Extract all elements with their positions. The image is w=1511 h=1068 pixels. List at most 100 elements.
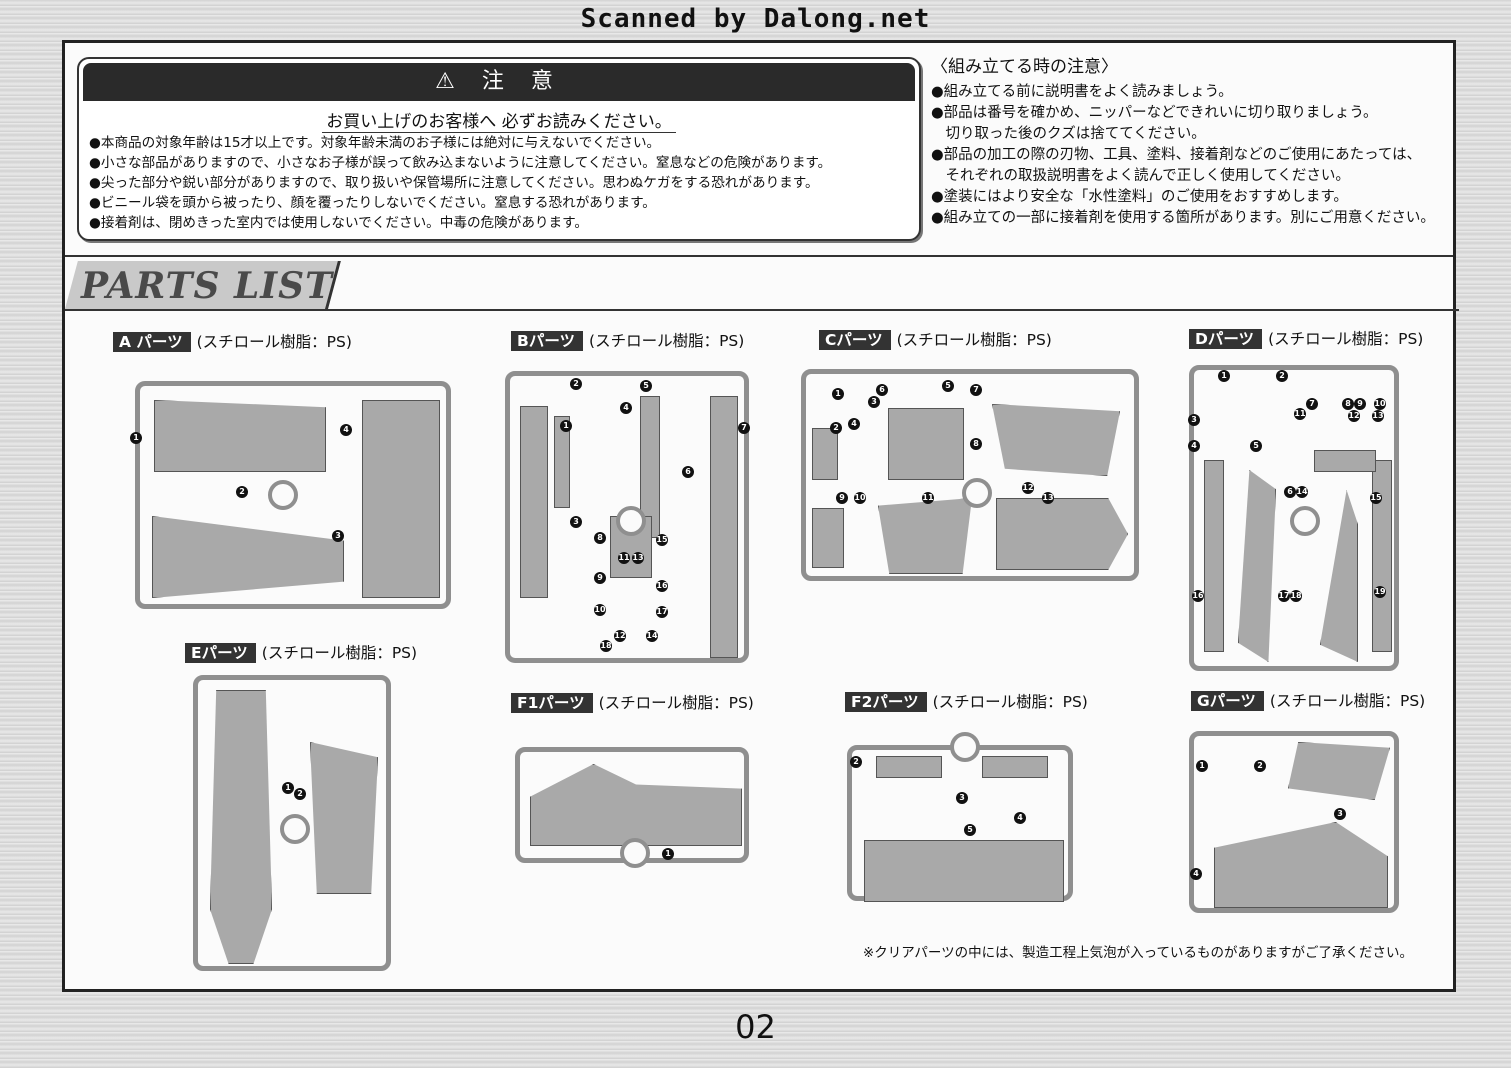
- sprue-a-hole: [268, 480, 298, 510]
- sprue-c-part: [812, 428, 838, 480]
- assembly-item: ●部品は番号を確かめ、ニッパーなどできれいに切り取りましょう。: [931, 105, 1378, 121]
- part-number-marker: 2: [570, 378, 582, 390]
- part-number-marker: 4: [1188, 440, 1200, 452]
- part-number-marker: 12: [1348, 410, 1360, 422]
- sprue-d-part: [1238, 470, 1276, 662]
- part-number-marker: 1: [282, 782, 294, 794]
- part-number-marker: 18: [1290, 590, 1302, 602]
- caution-item: ●本商品の対象年齢は15才以上です。対象年齢未満のお子様には絶対に与えないでくだ…: [89, 135, 661, 151]
- part-number-marker: 2: [294, 788, 306, 800]
- sprue-label-a: A パーツ(スチロール樹脂：PS): [113, 330, 352, 352]
- part-number-marker: 2: [236, 486, 248, 498]
- sprue-e-part: [210, 690, 272, 964]
- part-number-marker: 6: [682, 466, 694, 478]
- scan-credit: Scanned by Dalong.net: [580, 4, 931, 34]
- sprue-f1-part: [530, 764, 742, 846]
- part-number-marker: 9: [1354, 398, 1366, 410]
- section-divider: [65, 255, 1453, 257]
- sprue-c-part: [996, 498, 1128, 570]
- assembly-item: ●部品の加工の際の刃物、工具、塗料、接着剤などのご使用にあたっては、: [931, 147, 1422, 163]
- sprue-e-part: [310, 742, 378, 894]
- part-number-marker: 3: [868, 396, 880, 408]
- part-number-marker: 5: [1250, 440, 1262, 452]
- part-number-marker: 12: [614, 630, 626, 642]
- sprue-c-part: [992, 404, 1120, 476]
- part-number-marker: 5: [942, 380, 954, 392]
- part-number-marker: 4: [848, 418, 860, 430]
- sprue-c-hole: [962, 478, 992, 508]
- part-number-marker: 4: [1014, 812, 1026, 824]
- part-number-marker: 10: [1374, 398, 1386, 410]
- part-number-marker: 13: [1372, 410, 1384, 422]
- part-number-marker: 11: [1294, 408, 1306, 420]
- part-number-marker: 19: [1374, 586, 1386, 598]
- part-number-marker: 7: [738, 422, 750, 434]
- assembly-notes: 〈組み立てる時の注意〉 ●組み立てる前に説明書をよく読みましょう。 ●部品は番号…: [931, 57, 1451, 229]
- sprue-d-part: [1314, 450, 1376, 472]
- sprue-f2-part: [876, 756, 942, 778]
- part-number-marker: 3: [956, 792, 968, 804]
- part-number-marker: 1: [662, 848, 674, 860]
- part-number-marker: 8: [970, 438, 982, 450]
- part-number-marker: 11: [618, 552, 630, 564]
- assembly-item: それぞれの取扱説明書をよく読んで正しく使用してください。: [931, 168, 1350, 184]
- part-number-marker: 5: [640, 380, 652, 392]
- sprue-d: 1 2 3 4 5 6 7 8 9 10 11 12 13 14 15 16 1…: [1188, 365, 1399, 671]
- part-number-marker: 3: [1334, 808, 1346, 820]
- sprue-d-hole: [1290, 506, 1320, 536]
- part-number-marker: 2: [1254, 760, 1266, 772]
- part-number-marker: 4: [620, 402, 632, 414]
- part-number-marker: 2: [1276, 370, 1288, 382]
- sprue-d-part: [1372, 460, 1392, 652]
- sprue-e-hole: [280, 814, 310, 844]
- assembly-item: ●組み立てる前に説明書をよく読みましょう。: [931, 84, 1233, 100]
- part-number-marker: 11: [922, 492, 934, 504]
- assembly-title: 〈組み立てる時の注意〉: [931, 57, 1118, 77]
- caution-item: ●ビニール袋を頭から被ったり、顔を覆ったりしないでください。窒息する恐れがありま…: [89, 195, 656, 211]
- part-number-marker: 1: [1196, 760, 1208, 772]
- sprue-g-part: [1288, 742, 1390, 800]
- sprue-b: 1 2 3 4 5 6 7 8 9 10 11 12 13 14 15 16 1…: [505, 371, 750, 663]
- sprue-label-d: Dパーツ(スチロール樹脂：PS): [1189, 327, 1423, 349]
- manual-page: ⚠ 注 意 お買い上げのお客様へ 必ずお読みください。 ●本商品の対象年齢は15…: [62, 40, 1459, 992]
- part-number-marker: 2: [830, 422, 842, 434]
- part-number-marker: 17: [1278, 590, 1290, 602]
- part-number-marker: 1: [560, 420, 572, 432]
- part-number-marker: 14: [646, 630, 658, 642]
- sprue-d-part: [1204, 460, 1224, 652]
- sprue-f2-hole: [950, 732, 980, 762]
- sprue-c-part: [812, 508, 844, 568]
- clear-parts-footnote: ※クリアパーツの中には、製造工程上気泡が入っているものがありますがご了承ください…: [862, 945, 1413, 961]
- sprue-d-part: [1320, 490, 1358, 662]
- caution-item: ●尖った部分や鋭い部分がありますので、取り扱いや保管場所に注意してください。思わ…: [89, 175, 819, 191]
- parts-list-title: PARTS LIST: [81, 265, 333, 307]
- part-number-marker: 7: [1306, 398, 1318, 410]
- sprue-c-part: [878, 498, 972, 574]
- sprue-label-g: Gパーツ(スチロール樹脂：PS): [1191, 689, 1425, 711]
- sprue-c-part: [888, 408, 964, 480]
- sprue-b-hole: [616, 506, 646, 536]
- part-number-marker: 15: [656, 534, 668, 546]
- caution-item: ●接着剤は、閉めきった室内では使用しないでください。中毒の危険があります。: [89, 215, 588, 231]
- part-number-marker: 1: [130, 432, 142, 444]
- sprue-a: 1 2 3 4: [130, 381, 451, 609]
- part-number-marker: 4: [340, 424, 352, 436]
- part-number-marker: 9: [594, 572, 606, 584]
- part-number-marker: 15: [1370, 492, 1382, 504]
- caution-item: ●小さな部品がありますので、小さなお子様が誤って飲み込まないように注意してくださ…: [89, 155, 832, 171]
- sprue-g-part: [1214, 822, 1388, 908]
- sprue-f2-part: [864, 840, 1064, 902]
- caution-title: ⚠ 注 意: [83, 63, 915, 101]
- part-number-marker: 3: [332, 530, 344, 542]
- part-number-marker: 2: [850, 756, 862, 768]
- part-number-marker: 7: [970, 384, 982, 396]
- part-number-marker: 1: [832, 388, 844, 400]
- sprue-f2: 2 3 4 5: [847, 732, 1073, 902]
- part-number-marker: 16: [656, 580, 668, 592]
- parts-list-banner: PARTS LIST: [65, 261, 341, 311]
- caution-subtitle: お買い上げのお客様へ 必ずお読みください。: [79, 107, 919, 133]
- part-number-marker: 10: [594, 604, 606, 616]
- part-number-marker: 6: [876, 384, 888, 396]
- parts-list-underline: [65, 309, 1459, 311]
- part-number-marker: 8: [1342, 398, 1354, 410]
